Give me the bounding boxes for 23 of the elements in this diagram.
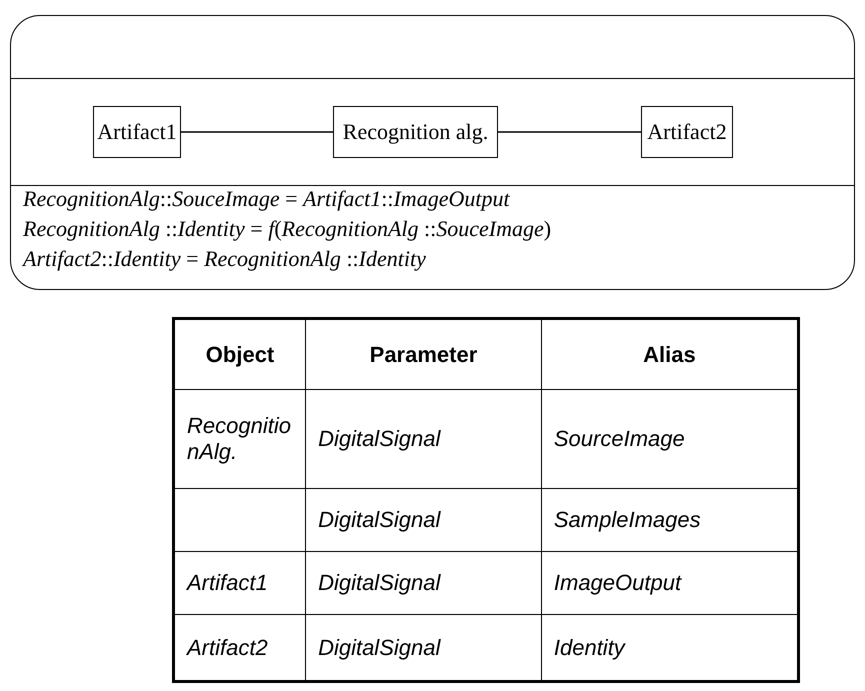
column-header: Object [206, 342, 274, 366]
formula-text: Artifact2::Identity = RecognitionAlg ::Identity [23, 246, 426, 272]
column-header: Parameter [370, 342, 478, 366]
table-cell-text: ImageOutput [554, 570, 682, 595]
process-box: Artifact1 [93, 106, 181, 158]
table-cell-text: DigitalSignal [318, 426, 440, 451]
table-cell-text: Artifact1 [187, 570, 268, 595]
column-header: Alias [643, 342, 696, 366]
formula-text: RecognitionAlg::SouceImage = Artifact1::ImageOutput [23, 186, 510, 212]
connector-line [181, 131, 333, 133]
process-box: Artifact2 [641, 106, 733, 158]
table-cell-text: RecognitionAlg. [187, 413, 291, 464]
table-cell-text: DigitalSignal [318, 507, 440, 532]
table-cell-text: DigitalSignal [318, 570, 440, 595]
table-cell-text: Identity [554, 634, 625, 660]
table-cell-text: DigitalSignal [318, 634, 440, 660]
rounded-frame [10, 15, 855, 290]
formula-text: RecognitionAlg ::Identity = f(RecognitionAlg ::SouceImage) [23, 216, 552, 242]
table-cell-text: Artifact2 [187, 634, 268, 660]
table-cell-text: SourceImage [554, 426, 685, 451]
process-box: Recognition alg. [333, 106, 498, 158]
table-cell-text: SampleImages [554, 507, 701, 532]
connector-line [498, 131, 641, 133]
